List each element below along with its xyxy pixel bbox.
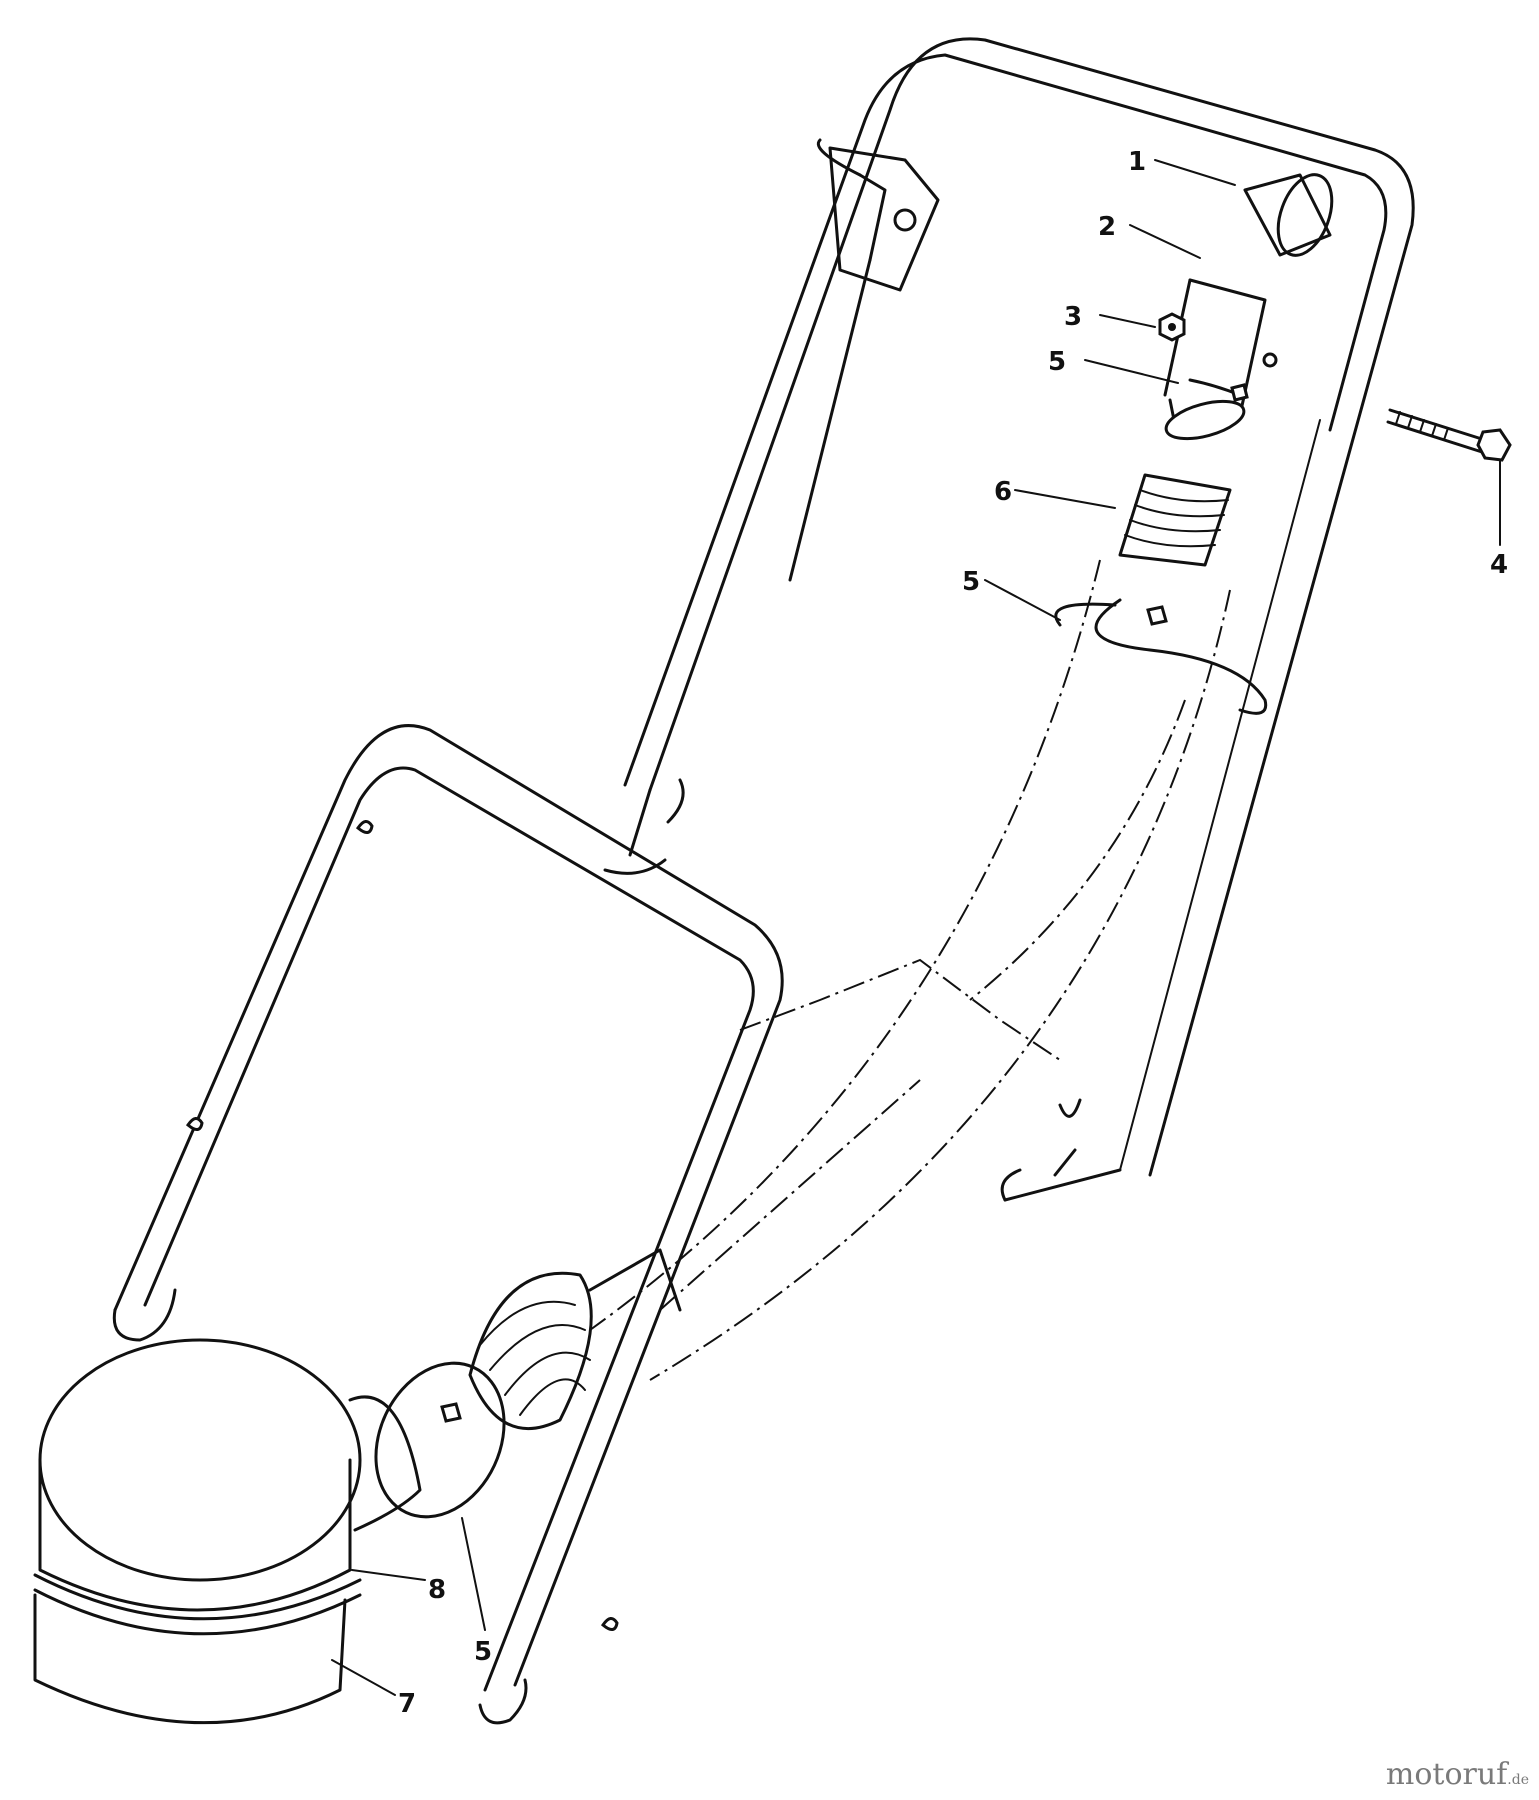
callout-labels: 1 2 3 5 6 5 4 5 8 7 bbox=[398, 147, 1508, 1719]
callout-6: 6 bbox=[994, 477, 1012, 507]
part-3-nut bbox=[1158, 312, 1186, 342]
upper-handle bbox=[603, 37, 1415, 1202]
callout-1: 1 bbox=[1128, 147, 1146, 177]
lower-handle bbox=[112, 724, 784, 1725]
callout-5-bottom: 5 bbox=[474, 1637, 492, 1667]
callout-4: 4 bbox=[1490, 550, 1508, 580]
callout-8: 8 bbox=[428, 1575, 446, 1605]
part-4-bolt bbox=[1386, 408, 1512, 462]
part-5-clamp-upper bbox=[1188, 378, 1249, 402]
control-lever bbox=[788, 138, 940, 582]
part-5-clamp-middle bbox=[1054, 598, 1268, 715]
callout-5-top: 5 bbox=[1048, 347, 1066, 377]
callout-3: 3 bbox=[1064, 302, 1082, 332]
leader-lines bbox=[331, 159, 1501, 1696]
part-6-flex-hose bbox=[1118, 473, 1232, 567]
callout-7: 7 bbox=[398, 1689, 416, 1719]
watermark-tld: .de bbox=[1507, 1772, 1529, 1788]
discharge-tube bbox=[589, 559, 1231, 1381]
part-2-tube bbox=[1163, 278, 1278, 441]
part-5-clamp-lower bbox=[374, 1361, 506, 1519]
watermark-brand: motoruf bbox=[1385, 1757, 1508, 1792]
callout-5-middle: 5 bbox=[962, 567, 980, 597]
watermark-logo: motoruf.de bbox=[1386, 1757, 1529, 1792]
callout-2: 2 bbox=[1098, 212, 1116, 242]
part-1-cap bbox=[1243, 173, 1334, 257]
flex-hose-lower bbox=[468, 1248, 682, 1430]
part-7-8-bag-housing bbox=[33, 1338, 422, 1725]
